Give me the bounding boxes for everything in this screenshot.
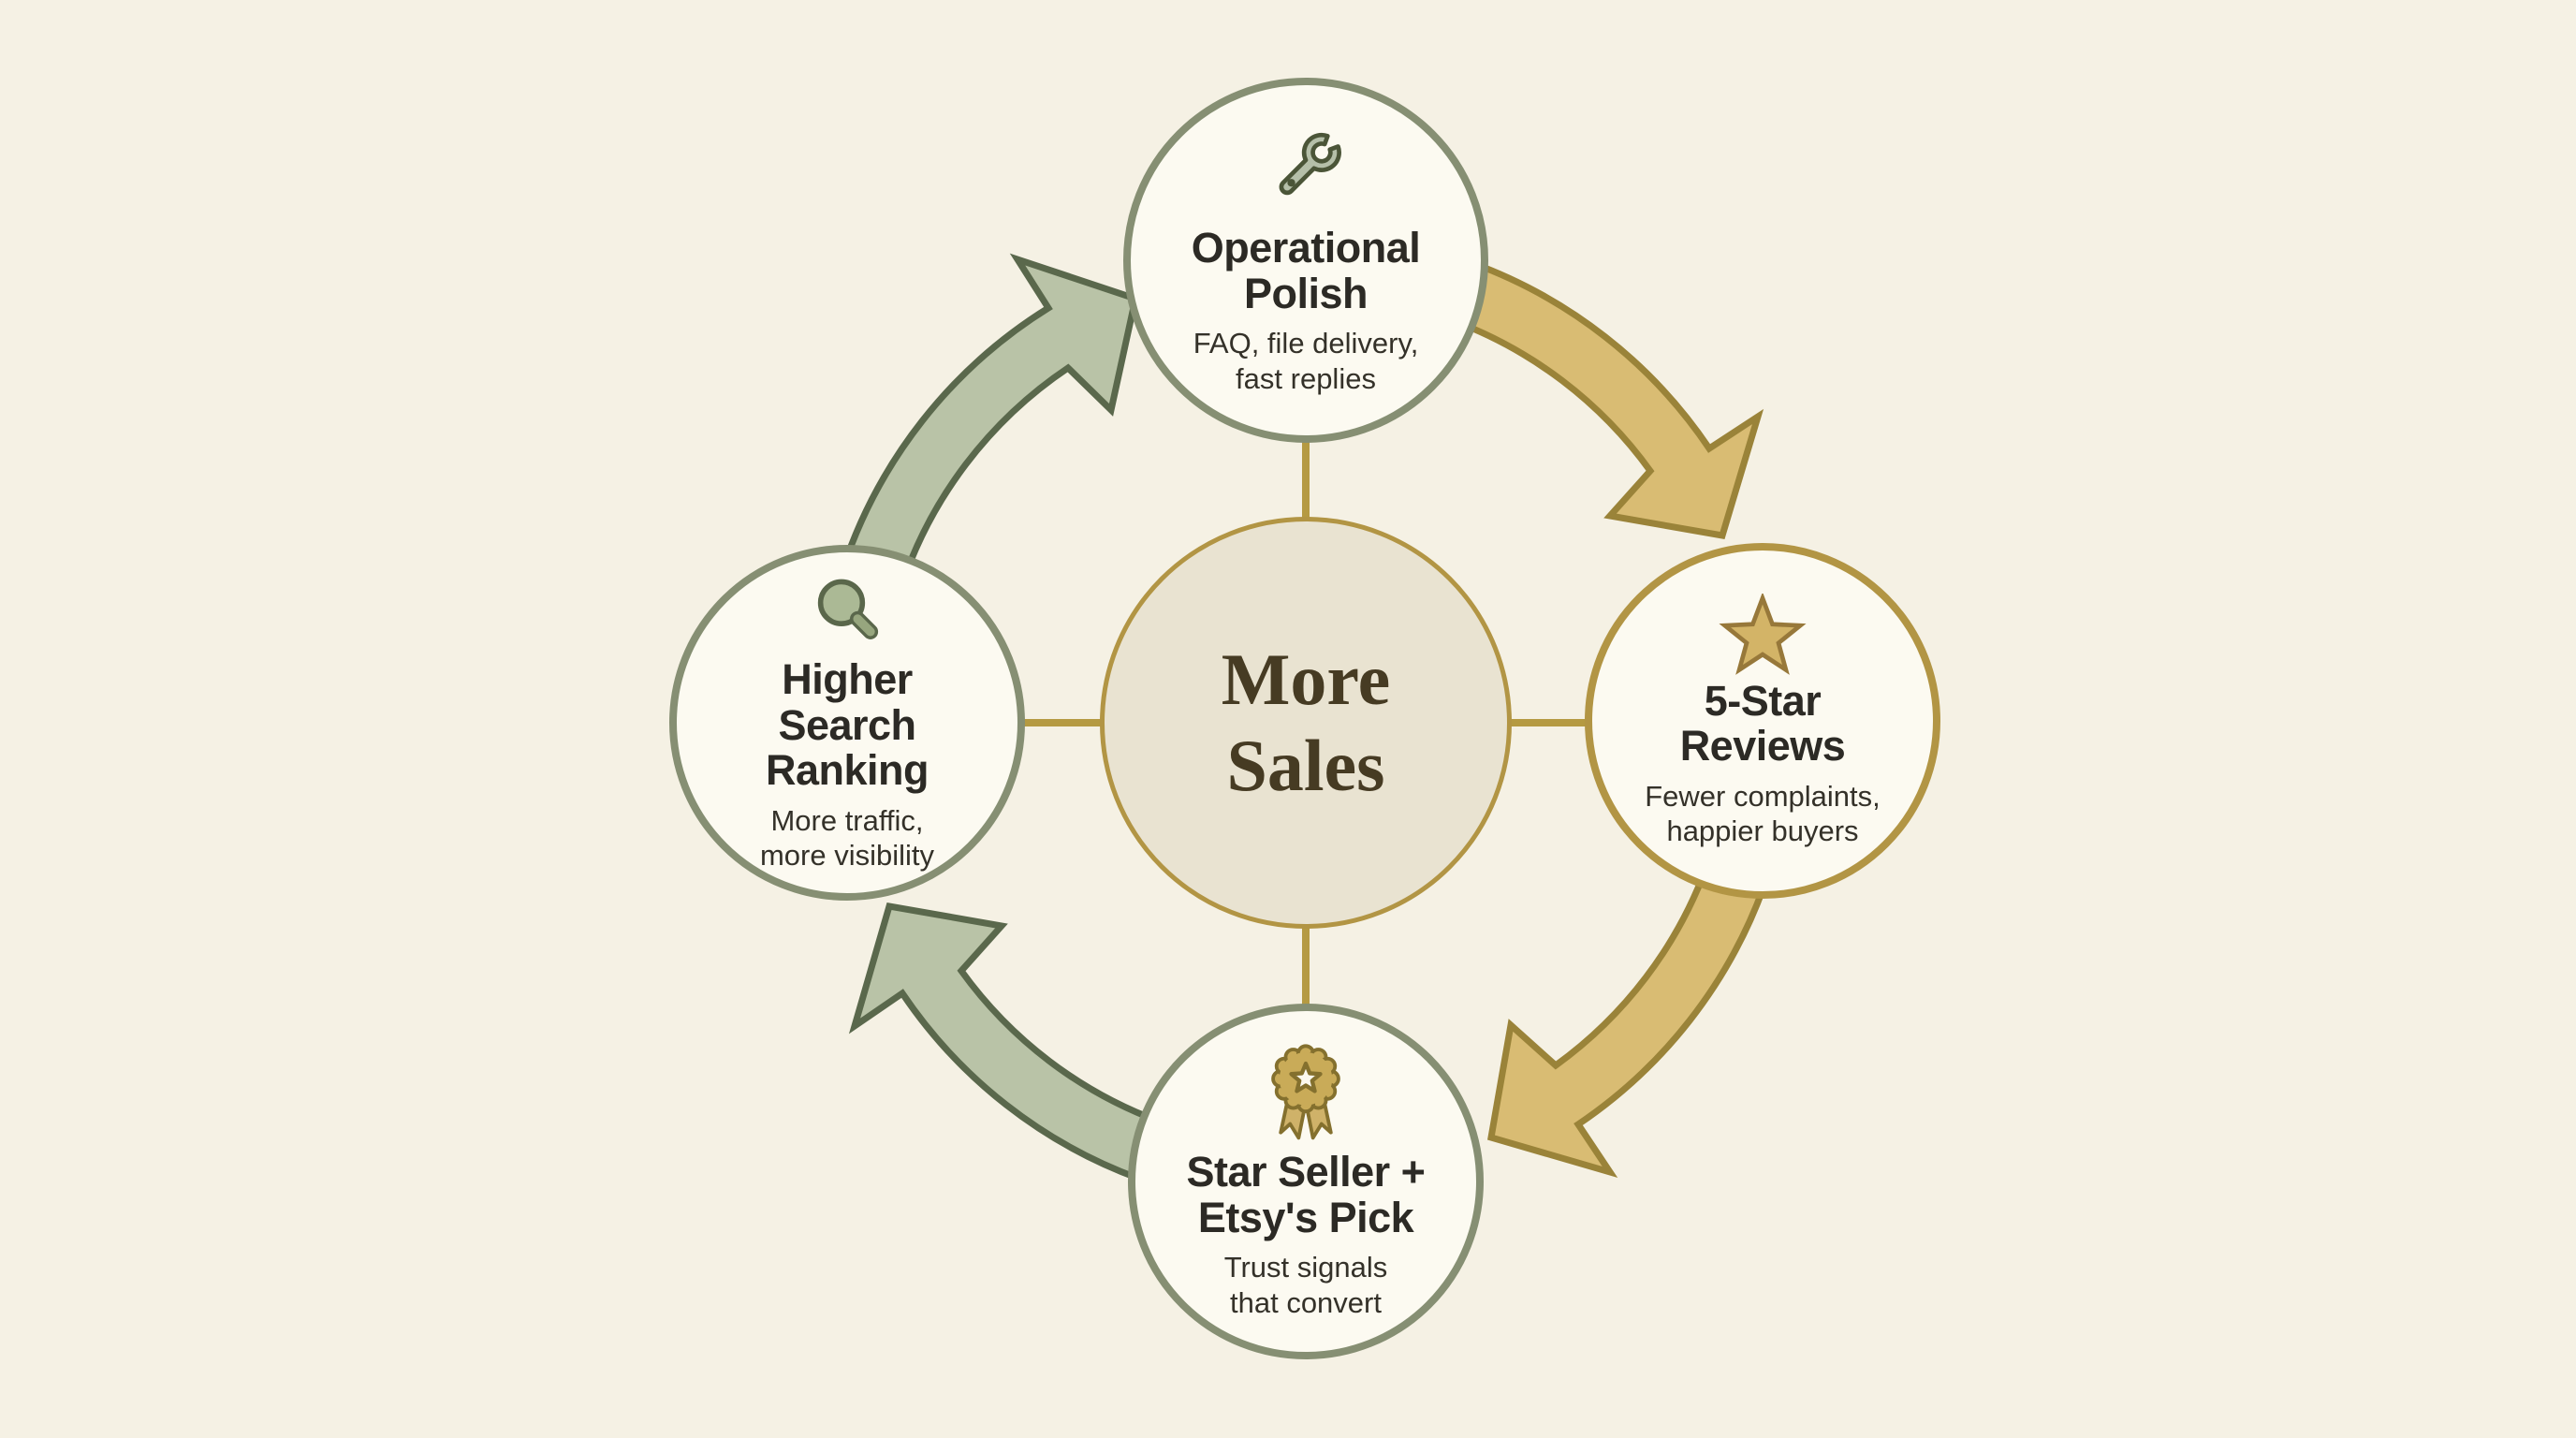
arrow-bottom-to-left — [848, 902, 1164, 1183]
node-higher-search-ranking: Higher Search Ranking More traffic, more… — [669, 545, 1025, 901]
wrench-icon — [1279, 133, 1341, 196]
node-subtitle: Fewer complaints, happier buyers — [1645, 779, 1881, 848]
center-label: More Sales — [1221, 638, 1391, 806]
node-subtitle: Trust signals that convert — [1223, 1251, 1388, 1319]
node-subtitle: More traffic, more visibility — [759, 803, 935, 872]
arrow-right-to-bottom — [1487, 862, 1768, 1179]
node-5-star-reviews: 5-Star Reviews Fewer complaints, happier… — [1585, 543, 1940, 899]
center-circle: More Sales — [1100, 517, 1512, 929]
node-title: Star Seller + Etsy's Pick — [1186, 1148, 1426, 1241]
node-title: 5-Star Reviews — [1679, 676, 1846, 770]
node-operational-polish: Operational Polish FAQ, file delivery, f… — [1123, 78, 1488, 443]
node-star-seller-etsys-pick: Star Seller + Etsy's Pick Trust signals … — [1128, 1004, 1484, 1359]
arrow-left-to-top — [838, 253, 1140, 594]
arrow-top-to-right — [1447, 258, 1764, 539]
node-title: Operational Polish — [1191, 224, 1421, 317]
node-subtitle: FAQ, file delivery, fast replies — [1193, 327, 1419, 395]
magnifier-icon — [817, 579, 879, 639]
award-rosette-icon — [1271, 1044, 1340, 1140]
node-title: Higher Search Ranking — [765, 654, 929, 795]
star-icon — [1719, 593, 1807, 675]
